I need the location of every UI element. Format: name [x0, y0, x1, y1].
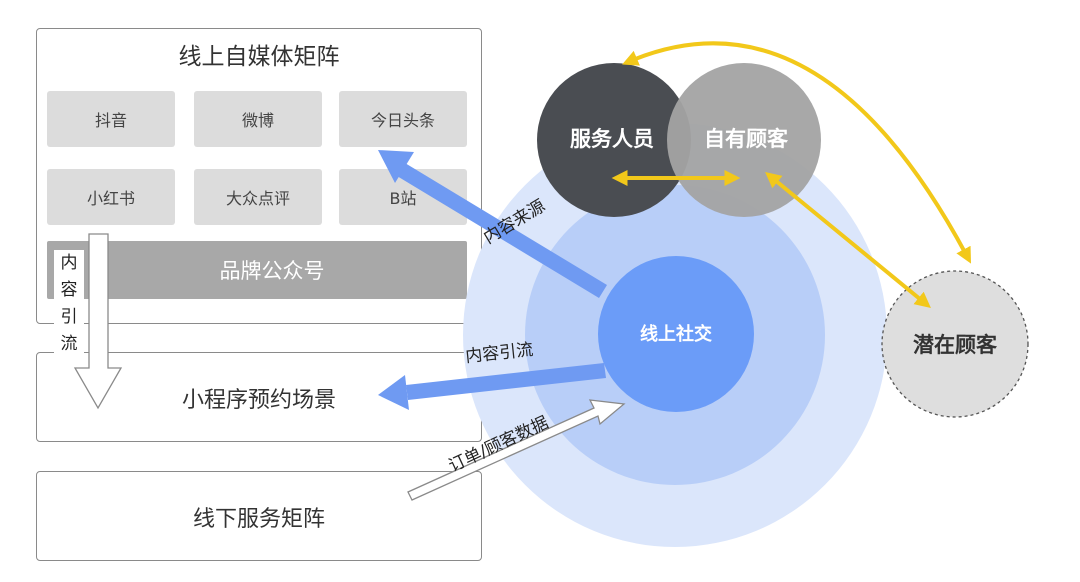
- vertical-label-char: 流: [60, 334, 78, 354]
- staff-circle-label: 服务人员: [570, 127, 654, 151]
- offline-title: 线下服务矩阵: [192, 507, 325, 532]
- own-customers-label: 自有顾客: [704, 127, 789, 151]
- tile-toutiao: 今日头条: [339, 91, 467, 147]
- center-circle-label: 线上社交: [640, 323, 712, 345]
- tile-xiaohongshu: 小红书: [47, 169, 175, 225]
- tile-weibo: 微博: [194, 91, 322, 147]
- tile-douyin: 抖音: [47, 91, 175, 147]
- center-circle: [598, 256, 754, 412]
- vertical-label-char: 引: [60, 307, 78, 327]
- order-data-arrow: [407, 399, 626, 501]
- potential-customers-label: 潜在顾客: [913, 333, 998, 357]
- media-matrix-title: 线上自媒体矩阵: [178, 44, 340, 70]
- brand-official-account: 品牌公众号: [47, 241, 467, 299]
- vertical-content-arrow: [73, 233, 123, 410]
- tile-dianping: 大众点评: [194, 169, 322, 225]
- staff-potential-curve-arrow: [622, 41, 972, 264]
- vertical-arrow-label: 内 容 引 流: [54, 250, 84, 358]
- mini-program-title: 小程序预约场景: [181, 388, 336, 413]
- content-traffic-arrow: [378, 363, 606, 410]
- brand-official-account-label: 品牌公众号: [219, 259, 325, 283]
- offline-panel: 线下服务矩阵: [36, 471, 482, 561]
- vertical-label-char: 容: [60, 280, 78, 300]
- vertical-label-char: 内: [60, 253, 78, 273]
- content-source-arrow: [378, 150, 607, 298]
